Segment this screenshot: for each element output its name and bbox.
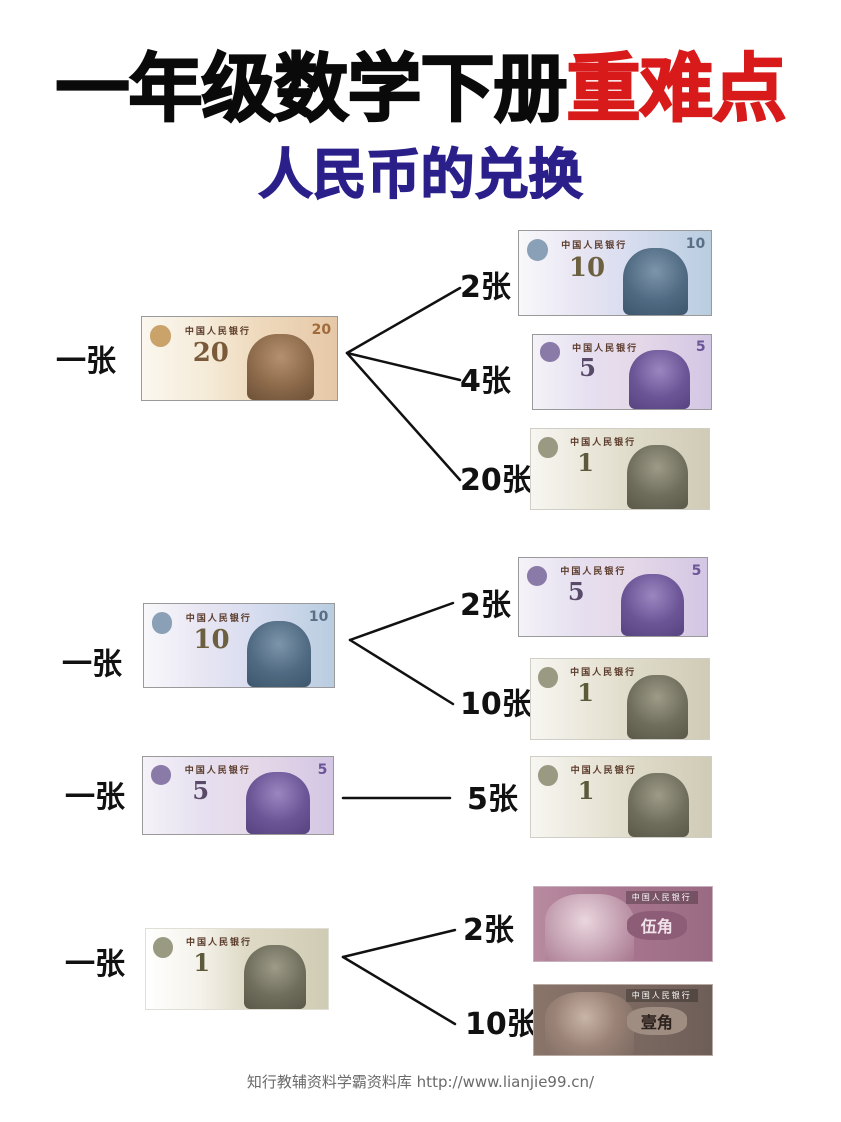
bank-name: 中国人民银行 <box>185 613 252 624</box>
portrait-image <box>628 773 690 837</box>
source-count-label: 一张 <box>65 947 125 982</box>
banknote-5-jiao: 中国人民银行 伍角 <box>533 886 713 962</box>
banknote-1-jiao: 中国人民银行 壹角 <box>533 984 713 1056</box>
national-emblem-icon <box>153 937 174 958</box>
exchange-count-label: 2张 <box>460 588 511 623</box>
national-emblem-icon <box>538 667 558 688</box>
bank-name: 中国人民银行 <box>572 343 639 354</box>
connector-line <box>341 955 457 1026</box>
portrait-image <box>620 573 685 636</box>
banknote-1-yuan: 中国人民银行 1 <box>145 928 329 1010</box>
denomination: 20 <box>192 338 229 369</box>
corner-denomination: 10 <box>685 236 706 253</box>
national-emblem-icon <box>149 325 172 347</box>
banknote-1-yuan: 中国人民银行 1 <box>530 756 712 838</box>
national-emblem-icon <box>538 437 558 458</box>
portrait-image <box>629 349 690 409</box>
bank-name: 中国人民银行 <box>625 989 698 1003</box>
national-emblem-icon <box>526 565 548 587</box>
page-title: 一年级数学下册重难点 <box>0 51 841 127</box>
national-emblem-icon <box>150 764 172 785</box>
portrait-image <box>627 445 688 509</box>
corner-denomination: 20 <box>311 321 332 338</box>
title-main: 一年级数学下册 <box>55 46 569 132</box>
connector-line <box>341 928 457 959</box>
denomination: 10 <box>193 625 230 656</box>
exchange-count-label: 10张 <box>465 1007 537 1042</box>
exchange-count-label: 5张 <box>467 782 518 817</box>
banknote-5-yuan: 中国人民银行 5 5 <box>142 756 334 835</box>
corner-denomination: 5 <box>695 339 706 356</box>
exchange-count-label: 2张 <box>460 270 511 305</box>
exchange-count-label: 20张 <box>460 463 532 498</box>
bank-name: 中国人民银行 <box>570 438 637 449</box>
portrait-image <box>627 675 688 739</box>
exchange-count-label: 4张 <box>460 364 511 399</box>
exchange-count-label: 10张 <box>460 687 532 722</box>
denomination: 1 <box>577 448 594 478</box>
portrait-image <box>544 894 634 961</box>
bank-name: 中国人民银行 <box>186 938 253 949</box>
banknote-1-yuan: 中国人民银行 1 <box>530 428 710 510</box>
denomination: 1 <box>577 678 594 708</box>
bank-name: 中国人民银行 <box>184 766 251 777</box>
bank-name: 中国人民银行 <box>184 326 251 337</box>
connector-line <box>345 351 462 482</box>
banknote-5-yuan: 中国人民银行 5 5 <box>532 334 712 410</box>
banknote-20-yuan: 中国人民银行 20 20 <box>141 316 338 401</box>
title-highlight: 重难点 <box>566 46 788 132</box>
denomination: 10 <box>568 252 606 283</box>
bank-name: 中国人民银行 <box>570 766 637 777</box>
national-emblem-icon <box>538 765 558 786</box>
source-count-label: 一张 <box>65 780 125 815</box>
portrait-image <box>544 992 634 1055</box>
denomination: 5 <box>579 352 596 382</box>
banknote-1-yuan: 中国人民银行 1 <box>530 658 710 740</box>
denomination: 1 <box>577 776 595 806</box>
banknote-10-yuan: 中国人民银行 10 10 <box>143 603 335 688</box>
exchange-count-label: 2张 <box>463 913 514 948</box>
bank-name: 中国人民银行 <box>570 668 637 679</box>
national-emblem-icon <box>526 239 548 262</box>
portrait-image <box>245 772 311 834</box>
connector-line <box>348 601 455 642</box>
portrait-image <box>246 620 312 687</box>
portrait-image <box>247 333 314 400</box>
denomination: 1 <box>193 948 211 978</box>
denomination: 壹角 <box>626 1007 688 1036</box>
connector-line <box>345 351 462 382</box>
national-emblem-icon <box>540 342 560 362</box>
national-emblem-icon <box>151 612 173 634</box>
page-subtitle: 人民币的兑换 <box>258 143 584 206</box>
connector-line <box>348 638 455 706</box>
denomination: 5 <box>192 775 210 805</box>
portrait-image <box>622 247 688 315</box>
source-count-label: 一张 <box>56 344 116 379</box>
denomination: 伍角 <box>626 910 688 941</box>
bank-name: 中国人民银行 <box>625 891 698 905</box>
bank-name: 中国人民银行 <box>560 567 627 578</box>
corner-denomination: 5 <box>691 562 702 579</box>
connector-line <box>345 286 462 355</box>
corner-denomination: 10 <box>308 608 329 625</box>
corner-denomination: 5 <box>317 761 328 778</box>
footer-watermark: 知行教辅资料学霸资料库 http://www.lianjie99.cn/ <box>246 1073 595 1091</box>
source-count-label: 一张 <box>62 647 122 682</box>
banknote-10-yuan: 中国人民银行 10 10 <box>518 230 712 316</box>
portrait-image <box>244 945 307 1009</box>
banknote-5-yuan: 中国人民银行 5 5 <box>518 557 708 637</box>
denomination: 5 <box>567 576 585 606</box>
bank-name: 中国人民银行 <box>561 240 628 251</box>
